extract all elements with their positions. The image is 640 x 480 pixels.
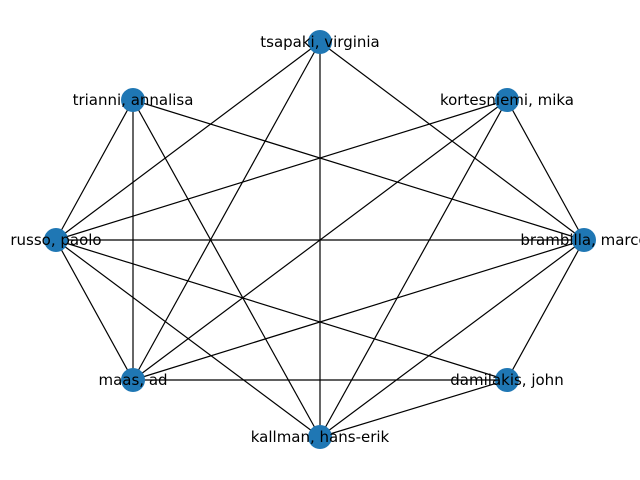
node-brambilla — [572, 228, 596, 252]
node-label-russo: russo, paolo — [10, 231, 101, 249]
edge-kortesniemi-kallman — [319, 99, 508, 438]
edge-russo-maas — [55, 239, 134, 381]
edge-trianni-kallman — [132, 99, 321, 438]
node-kortesniemi — [495, 88, 519, 112]
edge-brambilla-damilakis — [506, 239, 585, 381]
edge-kallman-damilakis — [319, 379, 508, 438]
node-tsapaki — [308, 30, 332, 54]
node-russo — [44, 228, 68, 252]
node-label-maas: maas, ad — [98, 371, 167, 389]
edge-brambilla-kallman — [319, 239, 585, 438]
nodes-layer — [44, 30, 596, 449]
node-label-kortesniemi: kortesniemi, mika — [440, 91, 574, 109]
edge-russo-kallman — [55, 239, 321, 438]
node-maas — [121, 368, 145, 392]
node-label-kallman: kallman, hans-erik — [251, 428, 390, 446]
edge-kortesniemi-brambilla — [506, 99, 585, 241]
node-label-tsapaki: tsapaki, virginia — [260, 33, 380, 51]
edges-layer — [55, 41, 585, 438]
edge-tsapaki-maas — [132, 41, 321, 381]
edge-brambilla-maas — [132, 239, 585, 381]
node-label-damilakis: damilakis, john — [450, 371, 563, 389]
edge-tsapaki-russo — [55, 41, 321, 241]
node-damilakis — [495, 368, 519, 392]
edge-kortesniemi-russo — [55, 99, 508, 241]
node-label-trianni: trianni, annalisa — [73, 91, 194, 109]
labels-layer: tsapaki, virginia trianni, annalisa kortes… — [10, 33, 640, 446]
edge-trianni-brambilla — [132, 99, 585, 241]
edge-trianni-russo — [55, 99, 134, 241]
node-label-brambilla: brambilla, marco — [520, 231, 640, 249]
node-trianni — [121, 88, 145, 112]
edge-russo-damilakis — [55, 239, 508, 381]
node-kallman — [308, 425, 332, 449]
